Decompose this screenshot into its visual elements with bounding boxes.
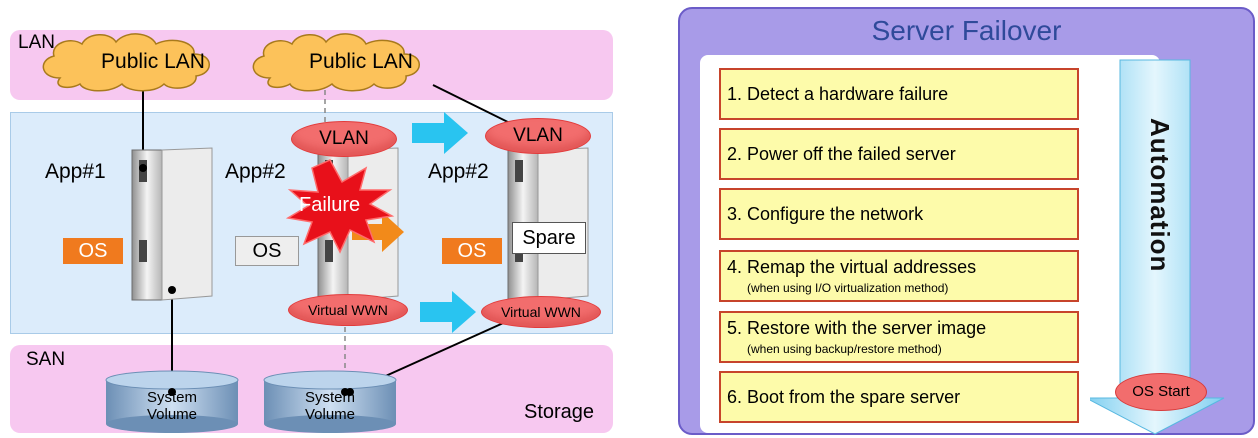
step-5-note: (when using backup/restore method) xyxy=(747,342,942,356)
vlan-oval-1: VLAN xyxy=(291,121,397,157)
vlan-move-arrow xyxy=(412,112,468,154)
app-label-3: App#2 xyxy=(428,160,489,183)
failure-label: Failure xyxy=(299,194,361,216)
virtual-wwn-oval-1: Virtual WWN xyxy=(288,294,408,326)
public-lan-cloud-2 xyxy=(252,33,420,92)
system-volume-1 xyxy=(105,370,239,433)
os-badge-failed: OS xyxy=(235,236,299,266)
step-3-text: 3. Configure the network xyxy=(727,204,924,224)
wwn-move-arrow xyxy=(420,291,476,333)
cloud-label-2: Public LAN xyxy=(309,50,413,73)
step-4-note: (when using I/O virtualization method) xyxy=(747,281,949,295)
step-3: 3. Configure the network xyxy=(719,188,1079,240)
os-start-oval: OS Start xyxy=(1115,373,1207,411)
lan-label: LAN xyxy=(18,32,55,53)
storage-label: Storage xyxy=(524,401,595,423)
os-badge-spare: OS xyxy=(442,238,502,264)
vlan-oval-2: VLAN xyxy=(485,118,591,154)
step-5: 5. Restore with the server image (when u… xyxy=(719,311,1079,363)
step-2-text: 2. Power off the failed server xyxy=(727,144,956,164)
automation-arrow xyxy=(1090,59,1225,435)
step-6: 6. Boot from the spare server xyxy=(719,371,1079,423)
step-1-text: 1. Detect a hardware failure xyxy=(727,84,949,104)
panel-title: Server Failover xyxy=(871,15,1062,46)
virtual-wwn-oval-2: Virtual WWN xyxy=(481,296,601,328)
app-label-1: App#1 xyxy=(45,160,106,183)
app-label-2: App#2 xyxy=(225,160,286,183)
step-2: 2. Power off the failed server xyxy=(719,128,1079,180)
takeover-arrow xyxy=(352,212,404,252)
public-lan-cloud-1 xyxy=(42,33,210,92)
os-badge-app1: OS xyxy=(63,238,123,264)
step-4: 4. Remap the virtual addresses (when usi… xyxy=(719,250,1079,302)
step-6-text: 6. Boot from the spare server xyxy=(727,387,961,407)
san-label: SAN xyxy=(26,349,66,370)
step-1: 1. Detect a hardware failure xyxy=(719,68,1079,120)
failure-burst-shape xyxy=(285,159,395,254)
cloud-label-1: Public LAN xyxy=(101,50,205,73)
server-app1 xyxy=(131,147,213,301)
spare-label: Spare xyxy=(512,222,586,254)
system-volume-2 xyxy=(263,370,397,433)
step-5-text: 5. Restore with the server image xyxy=(727,318,987,338)
automation-label: Automation xyxy=(1145,118,1175,273)
network-diagram-graphics xyxy=(42,33,589,433)
step-4-text: 4. Remap the virtual addresses xyxy=(727,257,977,277)
